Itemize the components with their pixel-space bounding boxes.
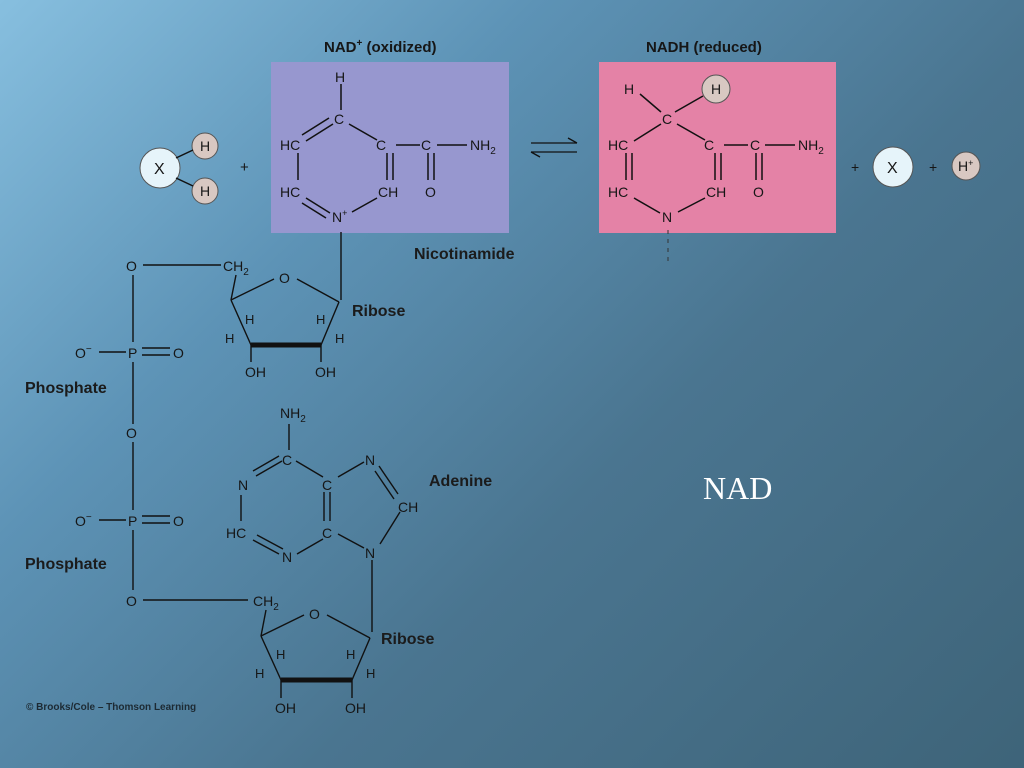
reactant-x: X <box>154 161 165 178</box>
svg-text:P: P <box>128 345 137 361</box>
product-x: X <box>887 160 898 177</box>
reactant-plus: + <box>240 159 249 176</box>
nadh-ring <box>625 93 795 214</box>
svg-text:H: H <box>711 81 721 97</box>
svg-text:N: N <box>282 549 292 565</box>
nad-plus-header: NAD+ (oxidized) <box>324 38 437 56</box>
svg-text:C: C <box>334 111 344 127</box>
svg-text:C: C <box>322 477 332 493</box>
svg-text:C: C <box>662 111 672 127</box>
svg-text:N: N <box>662 209 672 225</box>
svg-text:HC: HC <box>608 137 628 153</box>
svg-text:H: H <box>366 666 375 681</box>
nad-plus-box <box>271 62 509 233</box>
svg-text:O: O <box>279 270 290 286</box>
svg-text:H: H <box>624 81 634 97</box>
phosphate-label-2: Phosphate <box>25 556 107 573</box>
svg-text:H: H <box>335 331 344 346</box>
svg-text:NH2: NH2 <box>280 405 306 425</box>
svg-text:NH2: NH2 <box>470 137 496 157</box>
svg-text:H: H <box>245 312 254 327</box>
svg-text:O: O <box>309 606 320 622</box>
svg-text:OH: OH <box>245 364 266 380</box>
nicotinamide-label: Nicotinamide <box>414 246 515 263</box>
svg-text:P: P <box>128 513 137 529</box>
equilibrium-arrows <box>530 137 578 158</box>
copyright-credit: © Brooks/Cole – Thomson Learning <box>26 702 197 713</box>
svg-text:OH: OH <box>315 364 336 380</box>
svg-text:H: H <box>335 69 345 85</box>
svg-text:HC: HC <box>280 137 300 153</box>
products-plus1: + <box>851 159 859 175</box>
svg-text:O: O <box>126 258 137 274</box>
svg-text:N+: N+ <box>332 208 347 225</box>
reactant-h2: H <box>200 183 210 199</box>
svg-text:HC: HC <box>226 525 246 541</box>
product-h-plus: H+ <box>958 158 973 174</box>
products-plus2: + <box>929 159 937 175</box>
svg-text:N: N <box>238 477 248 493</box>
svg-text:OH: OH <box>345 700 366 716</box>
svg-text:O−: O− <box>75 512 92 529</box>
svg-text:H: H <box>316 312 325 327</box>
reactant-h1: H <box>200 138 210 154</box>
svg-text:HC: HC <box>608 184 628 200</box>
ribose-label-2: Ribose <box>381 631 435 648</box>
backbone <box>99 232 342 601</box>
svg-text:CH: CH <box>398 499 418 515</box>
svg-text:O: O <box>753 184 764 200</box>
svg-text:OH: OH <box>275 700 296 716</box>
phosphate-label-1: Phosphate <box>25 380 107 397</box>
svg-text:O: O <box>425 184 436 200</box>
nad-plus-ring <box>297 84 467 219</box>
svg-text:O: O <box>173 345 184 361</box>
svg-text:O−: O− <box>75 344 92 361</box>
nadh-header: NADH (reduced) <box>646 39 762 56</box>
adenine-label: Adenine <box>429 473 493 490</box>
svg-text:CH2: CH2 <box>223 258 249 278</box>
svg-text:O: O <box>126 425 137 441</box>
svg-text:CH: CH <box>378 184 398 200</box>
svg-text:C: C <box>421 137 431 153</box>
svg-text:N: N <box>365 545 375 561</box>
svg-text:H: H <box>276 647 285 662</box>
adenine-rings <box>240 424 401 632</box>
svg-text:C: C <box>704 137 714 153</box>
svg-text:HC: HC <box>280 184 300 200</box>
svg-text:NH2: NH2 <box>798 137 824 157</box>
svg-text:O: O <box>173 513 184 529</box>
svg-text:C: C <box>282 452 292 468</box>
svg-text:H: H <box>255 666 264 681</box>
ribose-2 <box>260 609 371 698</box>
svg-text:H: H <box>346 647 355 662</box>
svg-text:C: C <box>750 137 760 153</box>
ribose-label-1: Ribose <box>352 303 406 320</box>
svg-text:C: C <box>322 525 332 541</box>
slide-title: NAD <box>703 470 773 506</box>
svg-text:CH: CH <box>706 184 726 200</box>
svg-text:C: C <box>376 137 386 153</box>
svg-text:O: O <box>126 593 137 609</box>
svg-text:H: H <box>225 331 234 346</box>
ribose-1 <box>230 274 340 362</box>
svg-text:N: N <box>365 452 375 468</box>
svg-text:CH2: CH2 <box>253 593 279 613</box>
